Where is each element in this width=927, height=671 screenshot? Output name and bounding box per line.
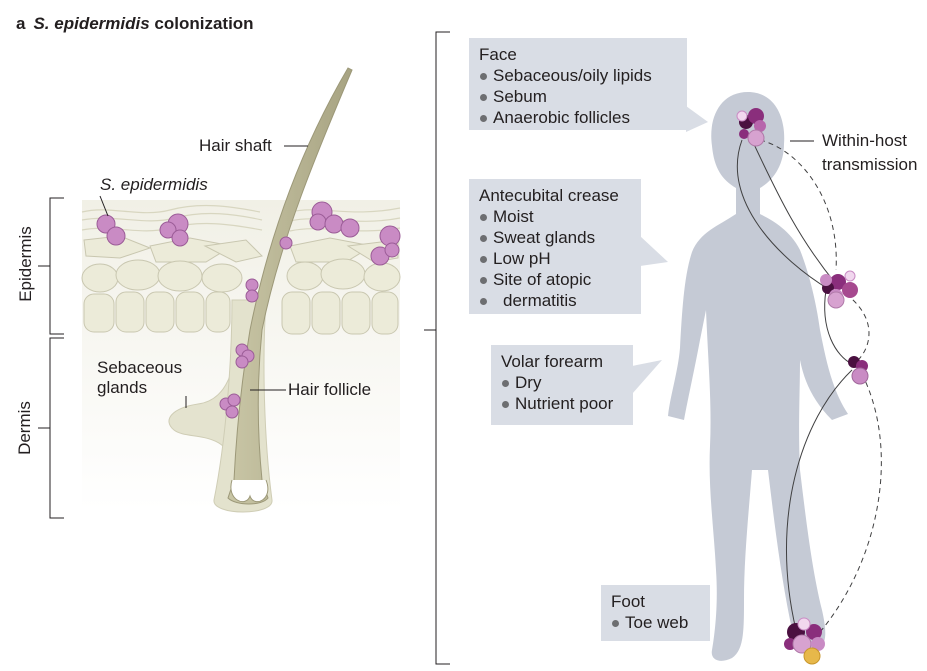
skin-section xyxy=(81,67,401,513)
list-item: Anaerobic follicles xyxy=(479,107,677,128)
skin-bacteria xyxy=(96,201,401,419)
callout-antecubital-title: Antecubital crease xyxy=(479,186,619,205)
callout-antecubital: Antecubital crease Moist Sweat glands Lo… xyxy=(469,179,641,314)
callout-face-title: Face xyxy=(479,45,517,64)
label-sebaceous-2: glands xyxy=(97,378,148,397)
epidermis-cells xyxy=(81,235,401,335)
human-silhouette xyxy=(668,92,848,661)
callout-foot-title: Foot xyxy=(611,592,646,611)
list-item: Sebaceous/oily lipids xyxy=(479,65,677,86)
callout-antecubital-list: Moist Sweat glands Low pH Site of atopic… xyxy=(479,206,631,311)
list-item: Sweat glands xyxy=(479,227,631,248)
label-hair-follicle: Hair follicle xyxy=(288,380,372,399)
face-cluster xyxy=(736,108,766,147)
list-item: Sebum xyxy=(479,86,677,107)
elbow-cluster xyxy=(820,270,858,309)
callout-volar-title: Volar forearm xyxy=(501,352,604,371)
list-item: Moist xyxy=(479,206,631,227)
label-hair-shaft: Hair shaft xyxy=(199,136,272,155)
label-transmission-1: Within-host xyxy=(822,131,908,150)
hair-bulb xyxy=(230,479,269,502)
list-item: Dry xyxy=(501,372,623,393)
figure-title: a S. epidermidis colonization xyxy=(16,14,254,34)
foot-cluster xyxy=(784,617,825,665)
callout-face: Face Sebaceous/oily lipids Sebum Anaerob… xyxy=(469,38,687,130)
label-dermis: Dermis xyxy=(15,401,34,455)
list-item-continuation: dermatitis xyxy=(479,290,631,311)
forearm-cluster xyxy=(848,356,869,385)
callout-pointers xyxy=(632,106,708,394)
title-species: S. epidermidis xyxy=(33,14,150,33)
transmission-paths xyxy=(736,139,882,633)
label-organism: S. epidermidis xyxy=(100,175,208,194)
title-rest: colonization xyxy=(154,14,254,33)
left-leader-lines xyxy=(99,145,308,408)
panel-letter: a xyxy=(16,14,26,33)
body-figure xyxy=(668,92,848,661)
list-item: Toe web xyxy=(611,612,700,633)
label-transmission-2: transmission xyxy=(822,155,918,174)
label-sebaceous-1: Sebaceous xyxy=(97,358,183,377)
list-item: Nutrient poor xyxy=(501,393,623,414)
body-bracket xyxy=(424,31,450,665)
list-item: Site of atopic xyxy=(479,269,631,290)
callout-face-list: Sebaceous/oily lipids Sebum Anaerobic fo… xyxy=(479,65,677,128)
label-epidermis: Epidermis xyxy=(16,226,35,302)
list-item: Low pH xyxy=(479,248,631,269)
callout-volar-list: Dry Nutrient poor xyxy=(501,372,623,414)
callout-foot-list: Toe web xyxy=(611,612,700,633)
callout-foot: Foot Toe web xyxy=(601,585,710,641)
layer-brackets xyxy=(38,197,64,519)
callout-volar: Volar forearm Dry Nutrient poor xyxy=(491,345,633,425)
